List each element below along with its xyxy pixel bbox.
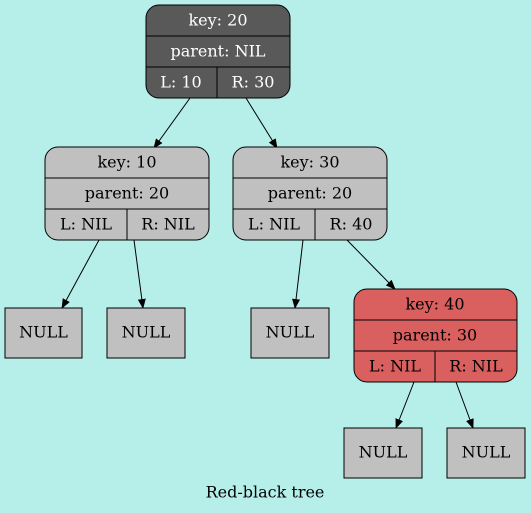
node-40: key: 40 parent: 30 L: NIL R: NIL — [353, 288, 518, 383]
node-30-box — [232, 146, 388, 241]
node-20: key: 20 parent: NIL L: 10 R: 30 — [145, 4, 291, 99]
diagram-caption: Red-black tree — [206, 483, 325, 502]
edge-10-null-right — [133, 239, 146, 309]
node-40-parent: parent: 30 — [393, 326, 477, 345]
node-10-left: L: NIL — [60, 215, 112, 234]
null-leaf-40-left: NULL — [343, 427, 423, 479]
node-30-parent: parent: 20 — [268, 184, 352, 203]
node-30-left: L: NIL — [248, 215, 300, 234]
node-30: key: 30 parent: 20 L: NIL R: 40 — [232, 146, 388, 241]
node-20-key: key: 20 — [188, 11, 247, 30]
node-10-key: key: 10 — [97, 153, 156, 172]
edge-30-null-left — [292, 239, 304, 309]
edge-20-10 — [153, 97, 191, 149]
node-40-key: key: 40 — [405, 295, 464, 314]
node-40-left: L: NIL — [369, 357, 421, 376]
null-leaf-10-left: NULL — [4, 307, 83, 359]
null-leaf-10-right: NULL — [106, 307, 186, 359]
edge-40-null-right — [455, 381, 474, 429]
node-20-left: L: 10 — [160, 73, 201, 92]
null-label: NULL — [266, 323, 315, 342]
node-10-parent: parent: 20 — [85, 184, 169, 203]
null-label: NULL — [462, 443, 511, 462]
node-30-key: key: 30 — [280, 153, 339, 172]
null-label: NULL — [19, 323, 68, 342]
null-label: NULL — [359, 443, 408, 462]
node-10-right: R: NIL — [141, 215, 195, 234]
edge-30-40 — [346, 239, 396, 290]
node-10: key: 10 parent: 20 L: NIL R: NIL — [44, 146, 210, 241]
edge-20-30 — [245, 97, 278, 149]
null-leaf-30-left: NULL — [250, 307, 330, 359]
edge-40-null-left — [395, 381, 415, 429]
null-label: NULL — [122, 323, 171, 342]
node-40-right: R: NIL — [449, 357, 503, 376]
edge-10-null-left — [61, 239, 100, 309]
node-30-right: R: 40 — [330, 215, 373, 234]
null-leaf-40-right: NULL — [446, 427, 526, 479]
edges — [61, 97, 474, 429]
node-20-parent: parent: NIL — [170, 42, 265, 61]
node-20-box — [145, 4, 291, 99]
node-20-right: R: 30 — [232, 73, 275, 92]
